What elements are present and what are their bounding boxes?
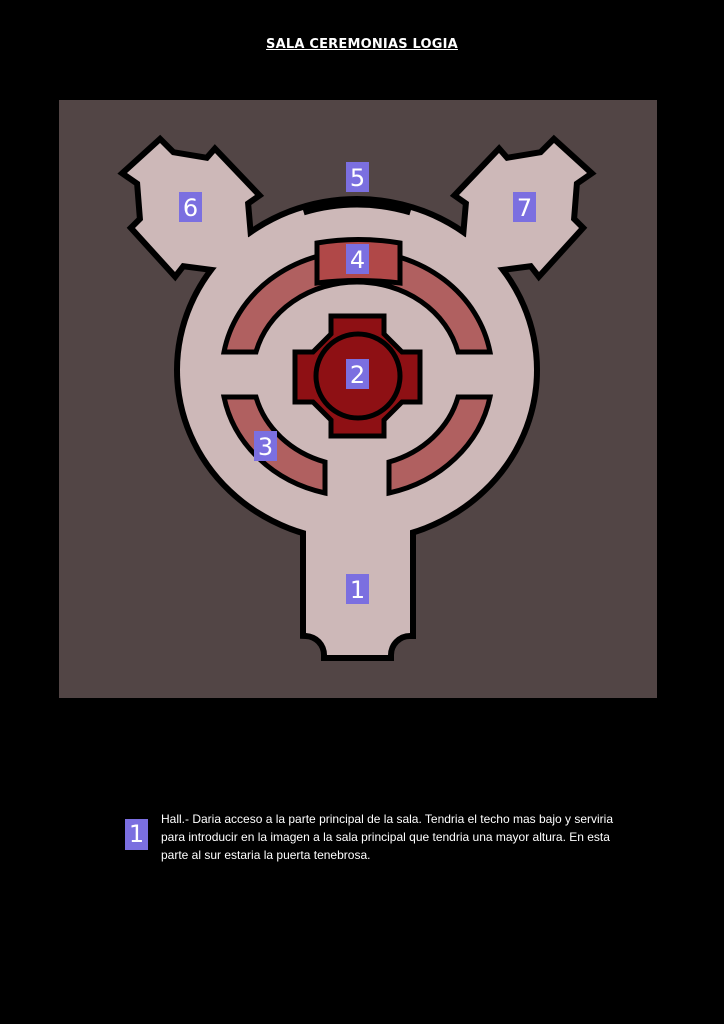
room-label-7: 7 [513,192,536,222]
svg-text:3: 3 [258,433,273,461]
room-3-arc-upper[interactable] [220,248,494,355]
room-label-6: 6 [179,192,202,222]
legend-description: Hall.- Daria acceso a la parte principal… [161,812,613,862]
room-7[interactable] [424,143,587,272]
svg-text:6: 6 [183,194,198,222]
room-label-3: 3 [254,431,277,461]
room-5-wall[interactable] [301,196,413,216]
room-label-5: 5 [346,162,369,192]
svg-text:1: 1 [350,576,365,604]
legend-badge: 1 [125,819,148,850]
page-title: SALA CEREMONIAS LOGIA [266,37,458,52]
room-label-4: 4 [346,244,369,274]
room-label-2: 2 [346,359,369,389]
room-6[interactable] [127,143,290,272]
room-3-arc-right[interactable] [386,394,494,497]
svg-text:7: 7 [517,194,532,222]
svg-text:5: 5 [350,164,365,192]
room-label-1: 1 [346,574,369,604]
svg-text:2: 2 [350,361,365,389]
svg-text:4: 4 [350,246,365,274]
